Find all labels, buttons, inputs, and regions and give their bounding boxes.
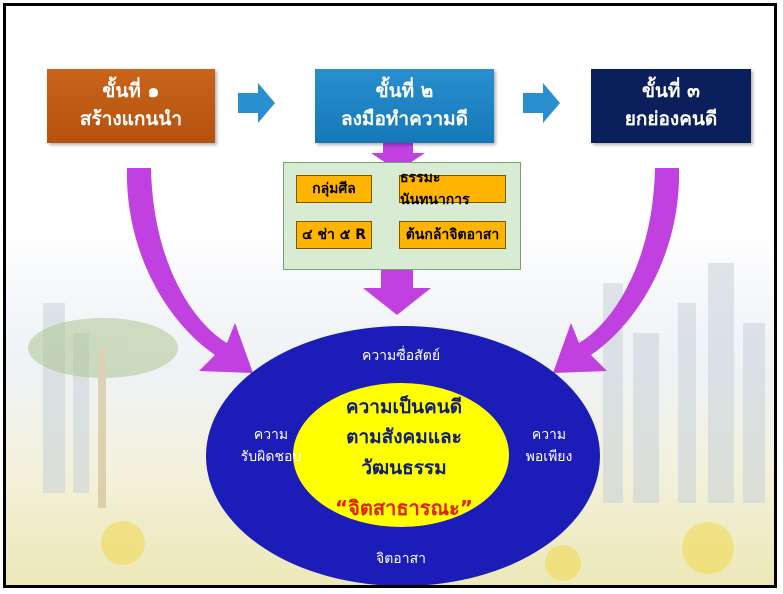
background-sunflower: [682, 522, 734, 574]
inner-core-ellipse: [293, 383, 509, 527]
background-palm-trunk: [98, 348, 106, 508]
purple-arrow-down: [363, 267, 431, 315]
background-building: [743, 323, 765, 503]
background-building: [678, 303, 696, 503]
center-quote: “จิตสาธารณะ”: [335, 496, 473, 520]
value-top: ความซื่อสัตย์: [361, 348, 441, 364]
flow-arrows: [126, 83, 680, 585]
step-3-number: ขั้นที่ ๓: [641, 80, 701, 103]
step-1-title: สร้างแกนนำ: [79, 108, 183, 130]
blue-arrow-right: [238, 83, 275, 123]
step-1-box: ขั้นที่ ๑ สร้างแกนนำ: [47, 69, 215, 143]
activity-box: ต้นกล้าจิตอาสา: [399, 221, 506, 249]
value-left-line2: รับผิดชอบ: [240, 449, 302, 466]
background-sunflower: [101, 521, 145, 565]
step-1-number: ขั้นที่ ๑: [102, 80, 160, 103]
value-right-line1: ความ: [531, 427, 567, 443]
background-building: [708, 263, 734, 503]
value-right: ความ พอเพียง: [504, 424, 594, 469]
center-line-2: ตามสังคมและ: [346, 426, 462, 449]
activities-panel: กลุ่มศีล ธรรมะนันทนาการ ๔ ช่า ๕ R ต้นกล้…: [283, 162, 521, 270]
step-2-title: ลงมือทำความดี: [341, 108, 468, 130]
step-3-box: ขั้นที่ ๓ ยกย่องคนดี: [591, 69, 751, 143]
purple-arrow-down: [371, 143, 425, 171]
step-2-number: ขั้นที่ ๒: [375, 80, 434, 103]
blue-arrow-right: [523, 83, 560, 123]
purple-curved-arrow-left: [126, 168, 253, 373]
value-right-line2: พอเพียง: [525, 449, 573, 466]
center-line-1: ความเป็นคนดี: [345, 396, 463, 418]
slide-frame: ขั้นที่ ๑ สร้างแกนนำ ขั้นที่ ๒ ลงมือทำคว…: [3, 3, 777, 588]
activity-box: ๔ ช่า ๕ R: [296, 221, 372, 249]
center-line-3: วัฒนธรรม: [361, 456, 447, 479]
background-scenery: [28, 263, 765, 581]
step-3-title: ยกย่องคนดี: [624, 108, 718, 130]
background-building: [633, 333, 659, 503]
center-title: ความเป็นคนดี ตามสังคมและ วัฒนธรรม: [302, 392, 506, 483]
value-left-line1: ความ: [253, 427, 289, 443]
value-left: ความ รับผิดชอบ: [226, 424, 316, 469]
activity-box: ธรรมะนันทนาการ: [399, 170, 506, 208]
purple-curved-arrow-right: [553, 168, 680, 373]
background-sunflower: [545, 545, 581, 581]
activity-box: กลุ่มศีล: [296, 175, 372, 203]
step-2-box: ขั้นที่ ๒ ลงมือทำความดี: [315, 69, 494, 143]
value-bottom: จิตอาสา: [376, 551, 426, 567]
